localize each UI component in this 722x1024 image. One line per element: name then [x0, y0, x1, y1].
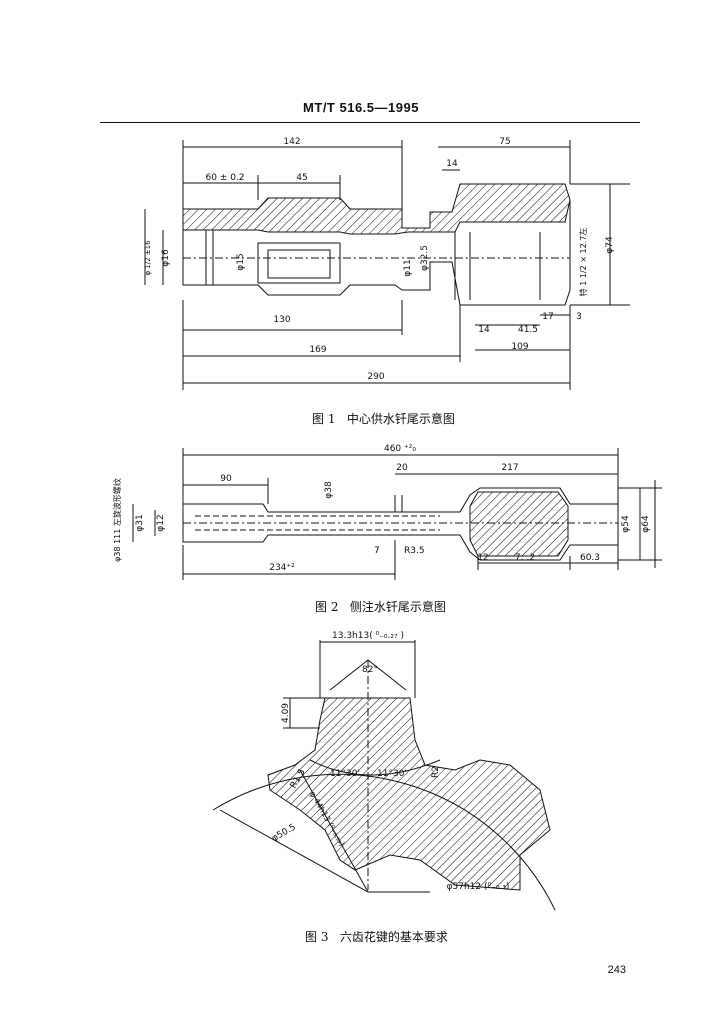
fig3-angle-left: 11°30': [330, 769, 360, 779]
fig2-hatched-section: [469, 491, 569, 557]
fig1-phi-left: φ 1/2 ±16: [144, 240, 152, 276]
fig2-dim-12: 12: [477, 553, 488, 563]
fig1-phi16: φ16: [161, 249, 171, 267]
figure-3-title: 六齿花键的基本要求: [339, 930, 448, 944]
figure-1: [144, 140, 630, 390]
fig2-dim-20: 20: [396, 463, 408, 473]
fig2-phi64: φ64: [641, 515, 651, 533]
figure-2-labels: 460 ⁺²₀ 90 20 217 φ38 φ12 φ31 φ38 111 左旋…: [112, 444, 651, 573]
figure-1-caption: 图 1 中心供水钎尾示意图: [312, 410, 455, 427]
fig1-dim-130: 130: [273, 315, 290, 325]
fig1-dim-290: 290: [367, 372, 384, 382]
fig3-angle: 82°: [362, 665, 378, 675]
fig3-root-arc: [309, 759, 441, 776]
fig2-phi38: φ38: [324, 481, 334, 499]
figure-2-title: 侧注水钎尾示意图: [349, 600, 446, 614]
fig1-dim-60: 60 ± 0.2: [205, 173, 244, 183]
fig3-angle-right: 11°30': [377, 769, 407, 779]
fig3-phi57: φ57h12 (⁰₋₀.₃): [447, 882, 510, 892]
fig1-phi74: φ74: [605, 236, 615, 254]
fig2-phi54: φ54: [621, 515, 631, 533]
fig1-phi32-5: φ32.5: [420, 245, 430, 271]
fig2-dim-234: 234⁺²: [269, 563, 295, 573]
fig1-dim-45: 45: [296, 173, 307, 183]
page-number: 243: [607, 964, 626, 976]
figure-1-number: 图 1: [312, 412, 336, 426]
fig3-top-width: 13.3h13( ⁰₋₀.₂₇ ): [332, 631, 404, 641]
page-header: MT/T 516.5—1995: [303, 100, 419, 115]
fig3-dim-409: 4.09: [281, 703, 291, 723]
fig1-body: [182, 200, 571, 306]
fig2-dim-7: 7: [374, 546, 380, 556]
header-rule: [100, 122, 640, 123]
fig3-phi50-5: φ50.5: [270, 822, 298, 844]
figure-2-caption: 图 2 侧注水钎尾示意图: [315, 598, 446, 615]
fig2-dim-90: 90: [220, 474, 232, 484]
figure-1-labels: 142 75 60 ± 0.2 45 14 130 169 290 14 41.…: [144, 137, 615, 382]
fig1-dim-75: 75: [499, 137, 510, 147]
figure-3: [212, 640, 556, 911]
figure-2: [132, 448, 662, 580]
fig1-dim-41-5: 41.5: [518, 325, 538, 335]
fig2-phi12: φ12: [156, 514, 166, 531]
figure-3-number: 图 3: [305, 930, 329, 944]
fig2-dim-72: 7: .2: [515, 553, 535, 563]
fig2-side-note: φ38 111 左旋波形螺纹: [112, 478, 122, 562]
fig1-dim-17: 17: [542, 312, 553, 322]
fig2-dim-60-3: 60.3: [580, 553, 600, 563]
fig1-dim-169: 169: [309, 345, 326, 355]
fig1-phi11: φ11: [403, 259, 413, 276]
fig1-dim-109: 109: [511, 342, 528, 352]
figure-1-title: 中心供水钎尾示意图: [346, 412, 455, 426]
fig1-thread: 特 1 1/2 × 12.7左: [578, 228, 588, 297]
fig2-phi31: φ31: [135, 514, 145, 531]
fig2-r35: R3.5: [404, 546, 425, 556]
fig1-dim-142: 142: [283, 137, 300, 147]
fig1-phi15: φ15: [236, 253, 246, 270]
fig2-dim-217: 217: [501, 463, 518, 473]
fig1-dim-14a: 14: [446, 159, 458, 169]
fig3-r2: R2: [431, 766, 441, 778]
fig1-dim-14b: 14: [478, 325, 490, 335]
fig3-spline-profile: [267, 697, 551, 891]
fig1-dim-3: 3: [576, 312, 582, 322]
figure-2-number: 图 2: [315, 600, 339, 614]
figure-3-caption: 图 3 六齿花键的基本要求: [305, 928, 448, 945]
fig2-dim-460: 460 ⁺²₀: [384, 444, 416, 454]
fig1-upper-section: [182, 183, 571, 235]
